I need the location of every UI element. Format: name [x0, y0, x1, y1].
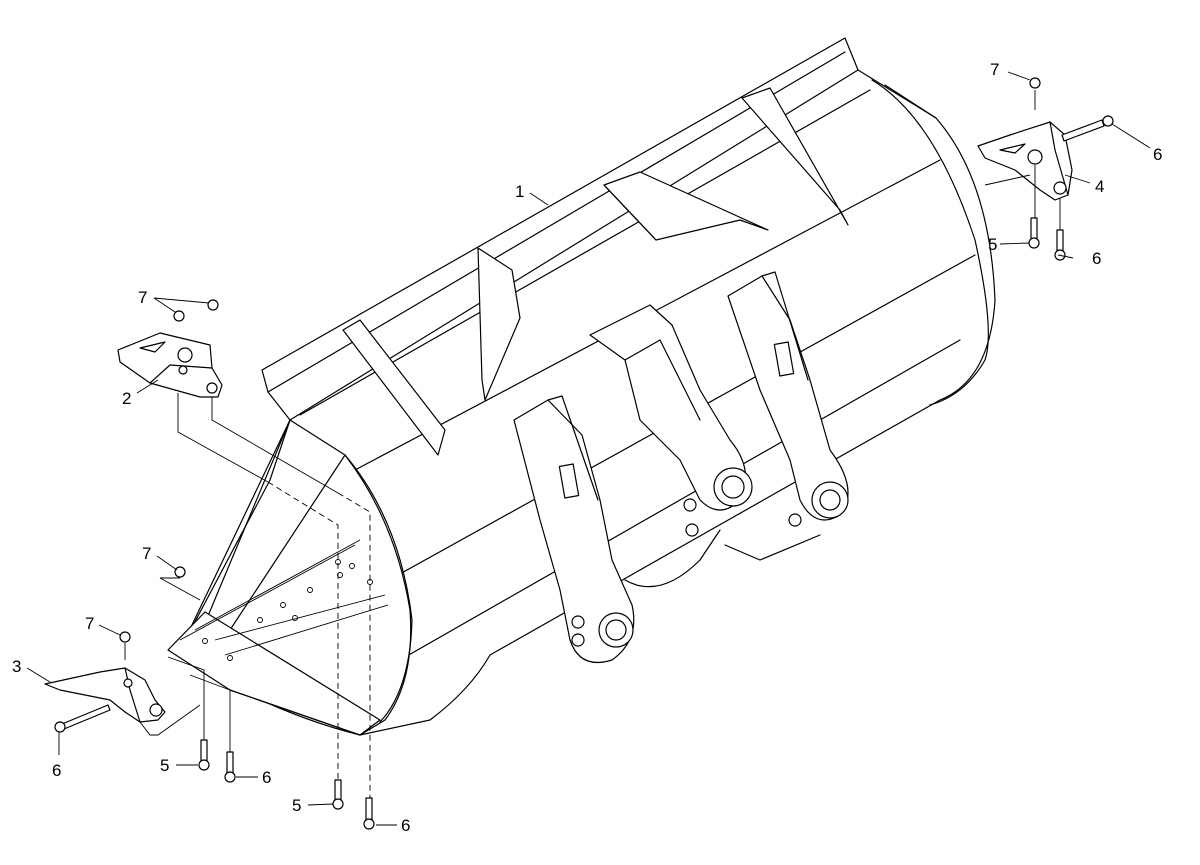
part-3-edge-protector	[44, 566, 186, 733]
callout-part-7-upper-left: 7	[138, 288, 147, 307]
callout-part-6-lower-left: 6	[262, 768, 271, 787]
callout-part-6-top-right: 6	[1153, 145, 1162, 164]
callout-part-1: 1	[515, 182, 524, 201]
callout-part-6-bottom: 6	[401, 816, 410, 835]
callout-part-5-right: 5	[988, 235, 997, 254]
callout-labels: 1 2 3 4 5 5 5 6 6 6 6 6 7 7 7 7	[12, 60, 1162, 835]
callout-part-5-left: 5	[160, 756, 169, 775]
leader-lines	[26, 71, 1151, 826]
callout-part-3: 3	[12, 657, 21, 676]
callout-part-7-middle-left: 7	[142, 544, 151, 563]
callout-part-2: 2	[122, 389, 131, 408]
part-2-edge-protector	[117, 299, 223, 398]
callout-part-6-right: 6	[1092, 249, 1101, 268]
vertical-bolts	[198, 217, 1066, 830]
lift-arm-brackets	[513, 271, 849, 664]
callout-part-4: 4	[1095, 177, 1104, 196]
callout-part-7-lower-left: 7	[85, 614, 94, 633]
part-4-edge-protector	[977, 77, 1114, 201]
callout-part-7-top-right: 7	[990, 60, 999, 79]
callout-part-5-center: 5	[292, 796, 301, 815]
assembly-lines	[124, 90, 1061, 798]
callout-part-6-left: 6	[52, 761, 61, 780]
bucket-body	[167, 37, 996, 736]
